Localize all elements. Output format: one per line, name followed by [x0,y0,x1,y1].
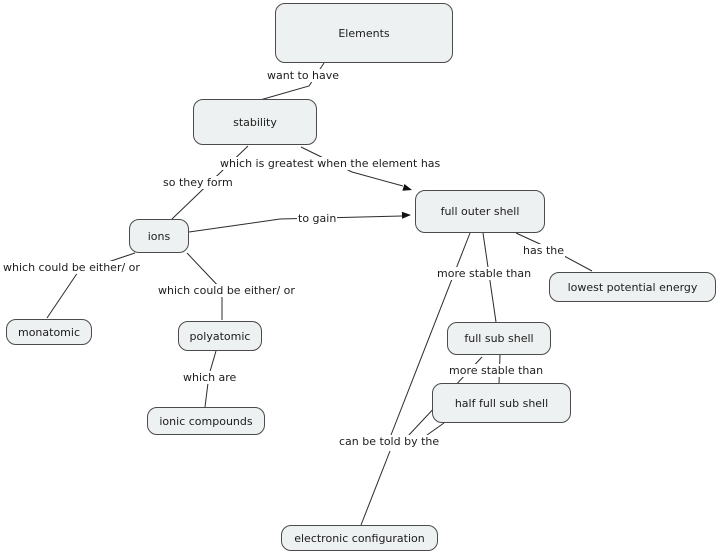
edge-can-be-told-electronic-configuration [360,450,391,526]
node-half-full-sub-shell[interactable]: half full sub shell [432,383,571,423]
edge-label-want-to-have: want to have [266,69,341,82]
edge-label-which-are: which are [182,371,238,384]
node-ionic-compounds[interactable]: ionic compounds [147,407,265,435]
edge-stability-full-outer-shell [300,146,404,187]
edge-label-to-gain: to gain [297,212,338,225]
edge-label-either-or-left: which could be either/ or [2,261,141,274]
edge-label-so-they-form: so they form [162,176,234,189]
node-full-sub-shell[interactable]: full sub shell [447,322,551,355]
edge-label-more-stable-lower: more stable than [448,364,545,377]
node-polyatomic[interactable]: polyatomic [178,321,262,351]
arrowhead-icon [401,211,411,219]
edge-ions-full-outer-shell [188,215,403,233]
node-full-outer-shell[interactable]: full outer shell [415,190,545,233]
edge-label-more-stable-upper: more stable than [436,267,533,280]
edge-full-outer-shell-can-be-told [390,232,471,436]
edge-label-has-the: has the [522,244,565,257]
node-monatomic[interactable]: monatomic [6,319,92,345]
node-elements[interactable]: Elements [275,3,453,63]
node-electronic-configuration[interactable]: electronic configuration [281,525,438,551]
edge-half-full-sub-shell-can-be-told [426,422,445,436]
arrowhead-icon [402,184,412,191]
node-lowest-potential-energy[interactable]: lowest potential energy [549,272,716,302]
node-ions[interactable]: ions [129,219,189,253]
edge-label-greatest-when: which is greatest when the element has [219,157,442,170]
node-stability[interactable]: stability [193,99,317,145]
edge-label-either-or-right: which could be either/ or [157,284,296,297]
edge-label-can-be-told: can be told by the [338,435,441,448]
